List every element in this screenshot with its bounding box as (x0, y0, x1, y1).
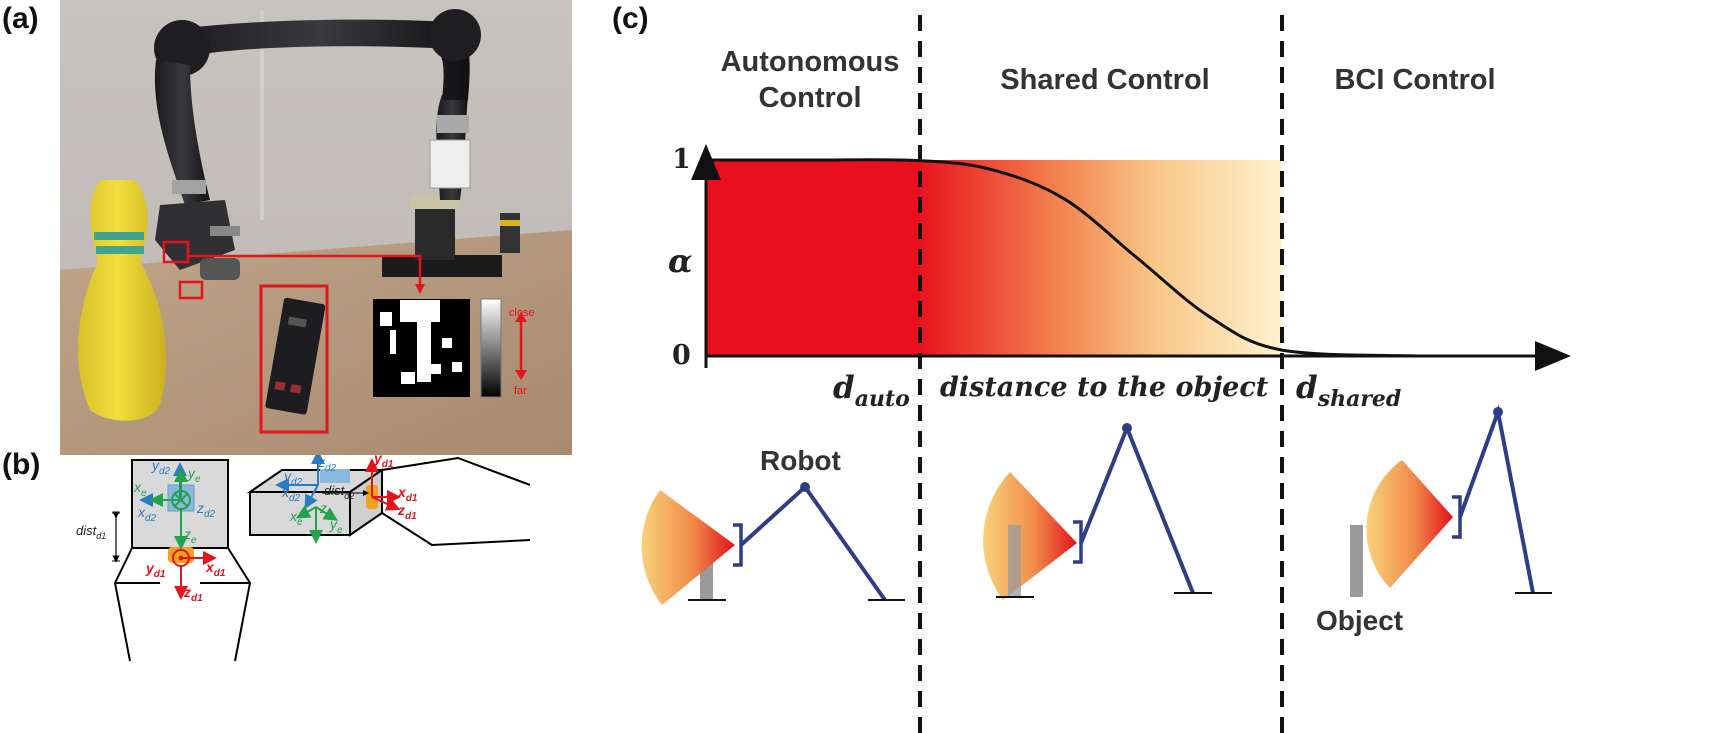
dist-d1-label: dist (76, 523, 98, 538)
panel-c-label: (c) (612, 2, 649, 35)
y-tick-0: 0 (672, 340, 691, 371)
shared-region (920, 160, 1282, 356)
svg-text:dauto: dauto (833, 370, 910, 412)
svg-text:zd2: zd2 (317, 455, 337, 474)
sensor-fan (1366, 460, 1453, 588)
d-shared-label: d (1296, 370, 1318, 406)
depth-colorbar (480, 298, 502, 398)
robot-arm (739, 484, 887, 602)
object-label: Object (1316, 605, 1403, 636)
y-e-label: y (187, 465, 196, 481)
z-e-label: z (183, 526, 191, 542)
autonomous-region (706, 160, 920, 356)
dist-d2-label: dist (324, 483, 346, 498)
object-bar (1008, 525, 1021, 597)
d-auto-label: d (833, 370, 855, 406)
sensor-fan (641, 490, 735, 605)
y-tick-1: 1 (672, 144, 691, 175)
svg-text:zd1: zd1 (397, 502, 417, 522)
robot-scene-bci (1350, 404, 1552, 597)
svg-text:zd1: zd1 (183, 584, 203, 604)
svg-text:ye: ye (329, 516, 343, 536)
svg-text:xd1: xd1 (397, 484, 418, 504)
robot-label: Robot (760, 445, 841, 476)
panel-a-label: (a) (2, 2, 39, 35)
svg-text:xd2: xd2 (137, 504, 157, 524)
svg-text:distd1: distd1 (76, 523, 106, 541)
svg-text:dshared: dshared (1296, 370, 1401, 412)
sensor-fan (983, 472, 1077, 600)
svg-text:ze: ze (319, 500, 333, 520)
x-e-label: x (133, 479, 142, 495)
z-d2-label: z (196, 500, 204, 516)
svg-text:yd1: yd1 (373, 455, 394, 470)
svg-text:distd2: distd2 (324, 483, 354, 501)
y-d2-label: y (151, 457, 160, 473)
region-heading-bci: BCI Control (1334, 64, 1496, 96)
svg-text:xd2: xd2 (281, 484, 301, 504)
x-d1-label: x (205, 559, 215, 575)
object-bar (1350, 525, 1363, 597)
x-axis-label: distance to the object (940, 372, 1269, 403)
svg-text:xe: xe (289, 508, 303, 528)
svg-text:yd2: yd2 (283, 468, 303, 488)
robot-scene-shared (983, 422, 1212, 600)
region-heading-shared: Shared Control (1000, 64, 1210, 96)
robot-photo: close far (60, 0, 572, 455)
svg-text:ye: ye (187, 465, 201, 485)
svg-text:yd1: yd1 (145, 560, 166, 580)
z-d1-label: z (183, 584, 191, 600)
svg-text:xe: xe (133, 479, 147, 499)
y-d1-label: y (145, 560, 155, 576)
svg-text:xd1: xd1 (205, 559, 226, 579)
robot-arm (1458, 404, 1535, 594)
x-d2-label: x (137, 504, 146, 520)
svg-text:zd2: zd2 (196, 500, 216, 520)
depth-close-label: close (509, 307, 535, 319)
depth-map (373, 299, 470, 397)
robot-scene-autonomous (641, 482, 905, 605)
region-heading-autonomous: Autonomous Control (720, 46, 900, 114)
svg-text:ze: ze (183, 526, 197, 546)
frame-diagram: yd2 ye xe xd2 zd2 ze yd1 xd1 zd1 distd1 … (76, 455, 530, 662)
robot-arm (1079, 422, 1195, 594)
panel-b-label: (b) (2, 448, 41, 481)
svg-text:yd2: yd2 (151, 457, 171, 477)
y-axis-label: α (668, 242, 693, 280)
depth-far-label: far (514, 385, 527, 397)
